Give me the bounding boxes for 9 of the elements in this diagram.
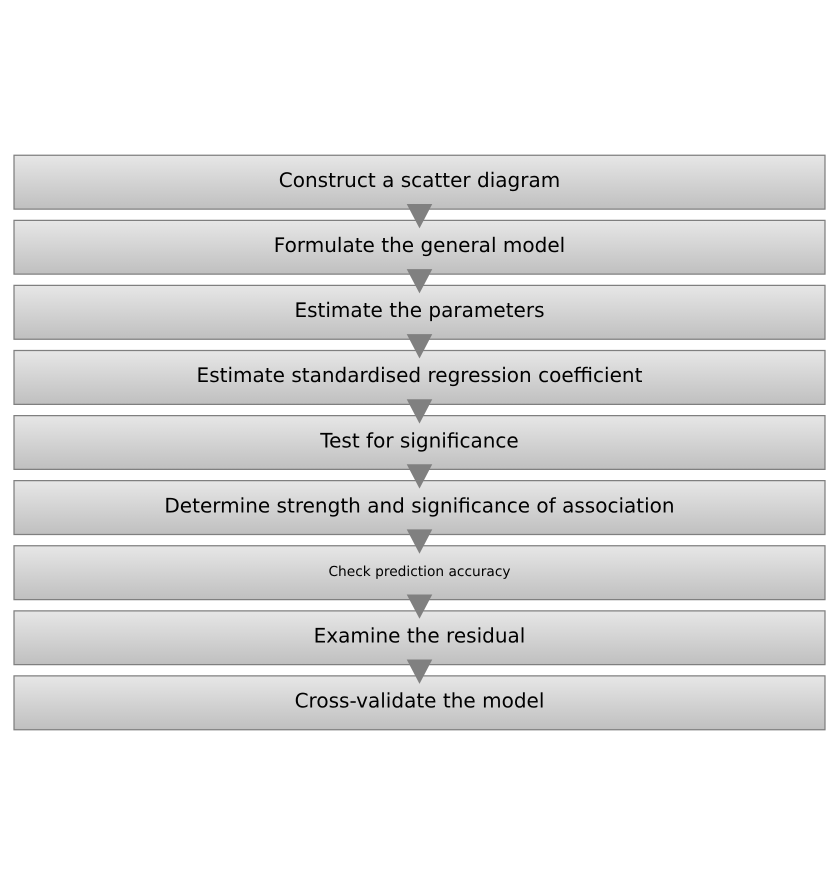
arrow [406, 334, 432, 358]
arrow [406, 204, 432, 228]
node-box: Cross-validate the model [12, 675, 826, 730]
arrow [406, 594, 432, 619]
arrow [406, 464, 432, 489]
arrow [406, 529, 432, 554]
arrow [406, 660, 432, 684]
arrow [406, 399, 432, 424]
arrow [406, 269, 432, 294]
